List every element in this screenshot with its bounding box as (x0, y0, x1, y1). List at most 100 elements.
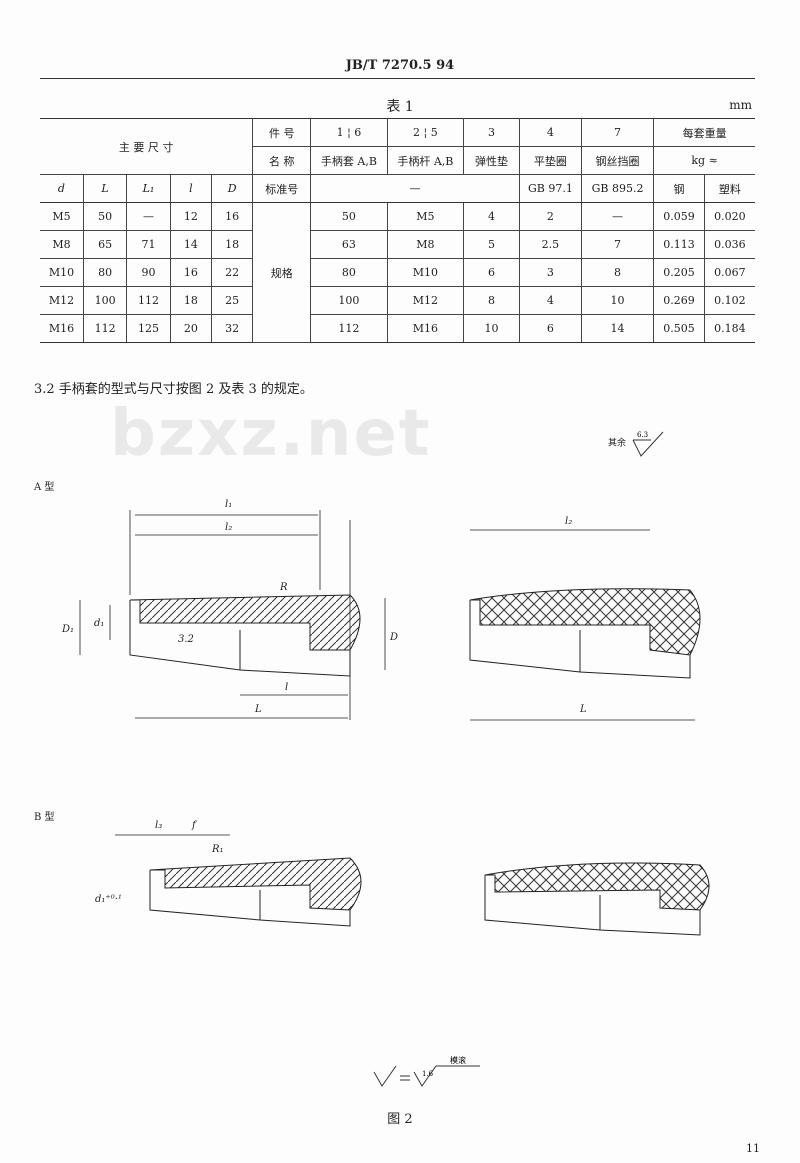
table-cell: 0.505 (653, 314, 705, 343)
table-cell: M10 (40, 258, 84, 287)
table-cell: 6 (518, 314, 582, 343)
table-cell: 50 (310, 202, 388, 231)
svg-text:6.3: 6.3 (637, 431, 648, 439)
part-nos-1-6: 1 ¦ 6 (310, 118, 388, 147)
dim-f: f (191, 820, 198, 831)
spec-label: 规格 (252, 202, 312, 343)
dim-l: l (285, 682, 288, 693)
figure-caption: 图 2 (387, 1112, 413, 1127)
figure-2-drawing: l₁ l₂ L l D D₁ d₁ 3.2 R l₂ L l₃ f R₁ d₁⁺… (61, 499, 710, 936)
table-cell: 100 (82, 286, 128, 315)
dimension-table: 主 要 尺 寸 件 号 1 ¦ 6 2 ¦ 5 3 4 7 每套重量 名 称 手… (40, 118, 755, 343)
dim-R1: R₁ (211, 844, 224, 855)
watermark: bzxz.net (110, 397, 432, 471)
roughness-symbol-icon: 6.3 (632, 431, 664, 457)
table-cell: 16 (169, 258, 212, 287)
part-no-label: 件 号 (252, 118, 312, 147)
roughness-equation-icon: 1.6模滚 (373, 1055, 480, 1087)
table-cell: 3 (518, 258, 582, 287)
table-cell: 0.020 (703, 202, 755, 231)
name-cell: 手柄套 A,B (310, 146, 388, 175)
table-cell: 8 (463, 286, 520, 315)
name-cell: 弹性垫 (463, 146, 520, 175)
table-cell: M10 (386, 258, 465, 287)
main-dims-header: 主 要 尺 寸 (40, 118, 254, 175)
weight-header: 每套重量 (653, 118, 755, 147)
part-no-3: 3 (463, 118, 520, 147)
clause-3-2: 3.2 手柄套的型式与尺寸按图 2 及表 3 的规定。 (34, 382, 313, 397)
table-cell: 12 (169, 202, 212, 231)
table-cell: M16 (386, 314, 465, 343)
table-cell: 90 (126, 258, 171, 287)
dim-dtol: d₁⁺⁰·¹ (95, 894, 122, 905)
dim-D1: D₁ (61, 624, 74, 635)
svg-text:模滚: 模滚 (450, 1055, 466, 1065)
name-cell: 钢丝挡圈 (580, 146, 655, 175)
type-a-label: A 型 (34, 482, 55, 493)
table-cell: 0.059 (653, 202, 705, 231)
std-cell: GB 895.2 (580, 174, 655, 203)
table-cell: 2 (518, 202, 582, 231)
col-header: L (82, 174, 128, 203)
table-cell: 0.113 (653, 230, 705, 259)
col-header: D (210, 174, 254, 203)
table-cell: M8 (386, 230, 465, 259)
name-cell: 平垫圈 (518, 146, 582, 175)
std-cell: GB 97.1 (518, 174, 582, 203)
table-cell: 22 (210, 258, 254, 287)
type-b-section (115, 834, 362, 927)
std-label: 标准号 (252, 174, 312, 203)
type-a-view (469, 529, 701, 721)
table-cell: 112 (126, 286, 171, 315)
table-caption: 表 1 (386, 99, 414, 115)
material-plastic: 塑料 (703, 174, 755, 203)
table-cell: 0.205 (653, 258, 705, 287)
col-header: d (40, 174, 84, 203)
table-cell: 0.269 (653, 286, 705, 315)
standard-header: JB/T 7270.5 94 (345, 58, 455, 73)
table-cell: M5 (386, 202, 465, 231)
dim-D: D (389, 632, 398, 643)
table-cell: M16 (40, 314, 84, 343)
name-cell: 手柄杆 A,B (386, 146, 465, 175)
dim-L-view: L (579, 704, 587, 715)
table-cell: 14 (169, 230, 212, 259)
table-cell: 80 (310, 258, 388, 287)
table-cell: 112 (310, 314, 388, 343)
dim-d1: d₁ (94, 618, 104, 629)
table-unit: mm (729, 98, 752, 112)
table-cell: 16 (210, 202, 254, 231)
name-label: 名 称 (252, 146, 312, 175)
table-cell: 32 (210, 314, 254, 343)
dim-l1: l₁ (225, 499, 232, 510)
table-cell: 4 (518, 286, 582, 315)
table-cell: 0.036 (703, 230, 755, 259)
table-cell: 6 (463, 258, 520, 287)
part-nos-2-5: 2 ¦ 5 (386, 118, 465, 147)
col-header: l (169, 174, 212, 203)
dim-l2-view: l₂ (565, 516, 572, 527)
table-cell: 20 (169, 314, 212, 343)
dim-l3: l₃ (155, 820, 162, 831)
table-cell: 10 (463, 314, 520, 343)
table-cell: 0.067 (703, 258, 755, 287)
table-cell: 100 (310, 286, 388, 315)
table-cell: 80 (82, 258, 128, 287)
table-cell: 71 (126, 230, 171, 259)
table-cell: 0.184 (703, 314, 755, 343)
part-no-4: 4 (518, 118, 582, 147)
table-cell: 10 (580, 286, 655, 315)
table-cell: 0.102 (703, 286, 755, 315)
table-cell: M12 (40, 286, 84, 315)
table-cell: 112 (82, 314, 128, 343)
std-cell: — (310, 174, 520, 203)
dim-l2: l₂ (225, 522, 232, 533)
material-steel: 钢 (653, 174, 705, 203)
table-cell: 2.5 (518, 230, 582, 259)
table-cell: 5 (463, 230, 520, 259)
